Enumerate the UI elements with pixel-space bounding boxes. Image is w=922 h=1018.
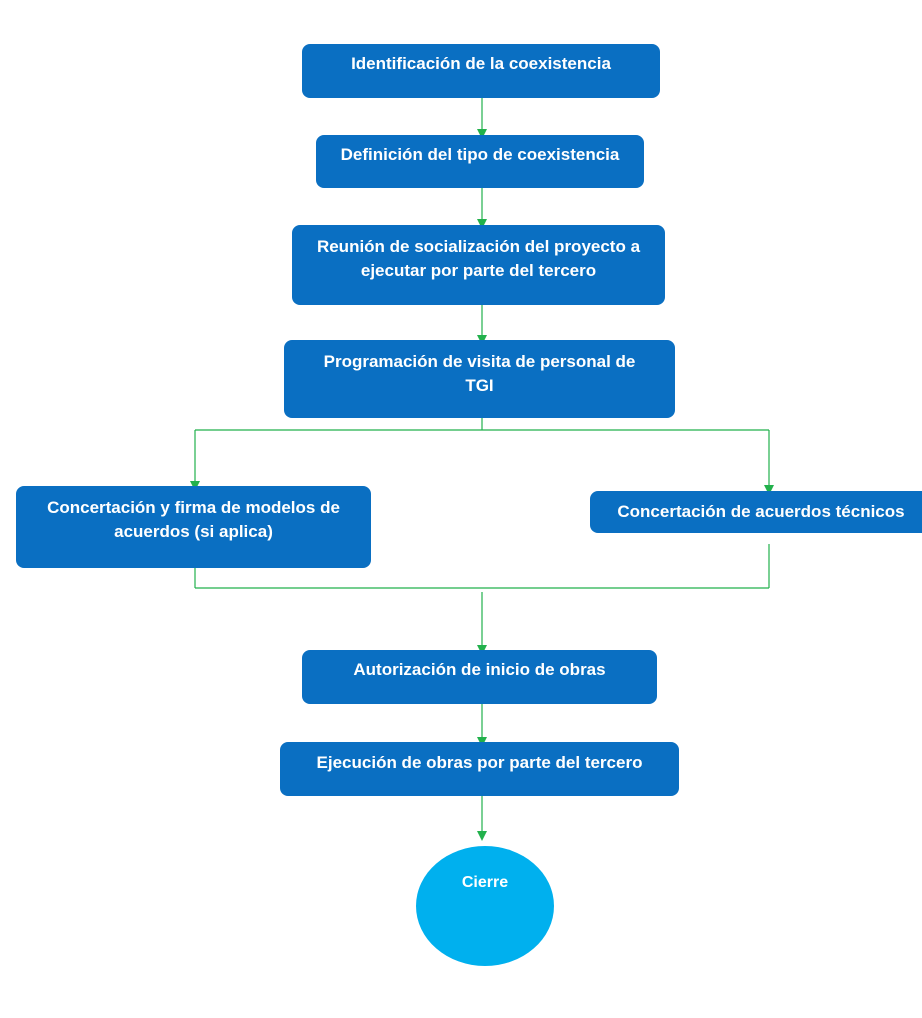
step-label: Concertación y firma de modelos de acuer… bbox=[47, 498, 340, 541]
step-definicion: Definición del tipo de coexistencia bbox=[316, 135, 644, 188]
step-identificacion: Identificación de la coexistencia bbox=[302, 44, 660, 98]
step-ejecucion: Ejecución de obras por parte del tercero bbox=[280, 742, 679, 796]
end-terminal: Cierre bbox=[416, 846, 554, 966]
step-label: Ejecución de obras por parte del tercero bbox=[316, 753, 643, 772]
step-label: Definición del tipo de coexistencia bbox=[340, 145, 620, 164]
step-autorizacion: Autorización de inicio de obras bbox=[302, 650, 657, 704]
step-reunion: Reunión de socialización del proyecto a … bbox=[292, 225, 665, 305]
end-label: Cierre bbox=[461, 874, 509, 891]
step-label: Programación de visita de personal de TG… bbox=[323, 352, 636, 395]
step-programacion: Programación de visita de personal de TG… bbox=[284, 340, 675, 418]
step-concertacion-modelos: Concertación y firma de modelos de acuer… bbox=[16, 486, 371, 568]
step-label: Identificación de la coexistencia bbox=[351, 54, 611, 73]
step-label: Autorización de inicio de obras bbox=[353, 660, 606, 679]
step-label: Concertación de acuerdos técnicos bbox=[617, 502, 905, 521]
step-concertacion-tecnicos: Concertación de acuerdos técnicos bbox=[590, 491, 922, 533]
step-label: Reunión de socialización del proyecto a … bbox=[316, 237, 641, 280]
